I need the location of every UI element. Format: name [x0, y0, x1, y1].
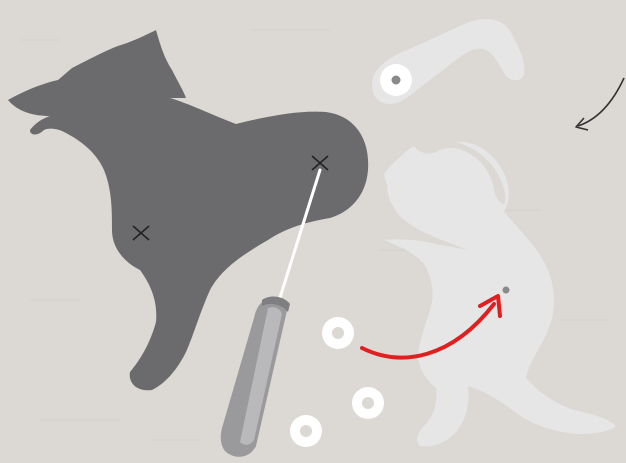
black-curved-arrow	[576, 78, 624, 130]
washer-icon	[322, 317, 354, 349]
tail-legs-hole	[503, 287, 510, 294]
dog-body-piece	[8, 30, 368, 390]
leg-piece-hole	[392, 76, 401, 85]
washers	[290, 317, 384, 447]
washer-icon	[352, 387, 384, 419]
leg-piece	[372, 19, 524, 104]
washer-icon	[290, 415, 322, 447]
tail-legs-piece	[384, 142, 616, 447]
